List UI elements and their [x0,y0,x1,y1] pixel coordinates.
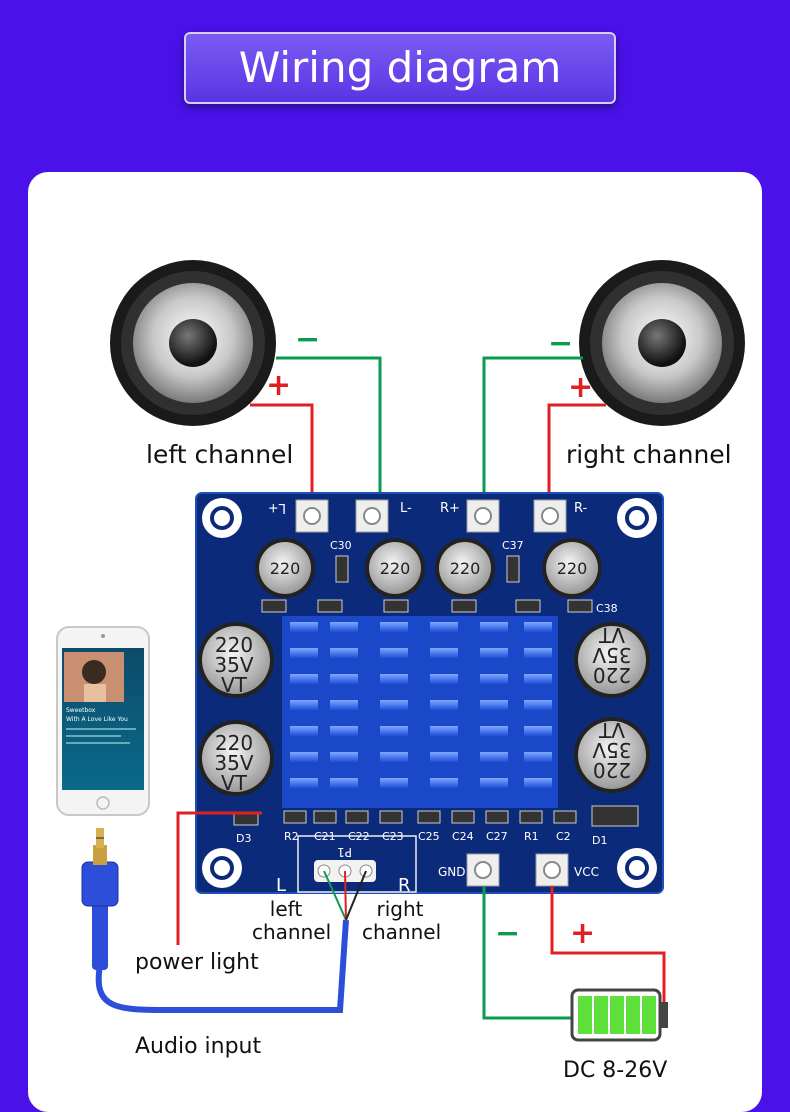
big-cap-2-line2: 35V [214,751,253,775]
label-c37: C37 [502,539,524,552]
big-cap-3-line3: VT [598,623,625,647]
cap-value-2: 220 [380,559,411,578]
label-c25: C25 [418,830,440,843]
speaker-terminals [295,499,567,533]
right-minus-sign: − [548,326,574,361]
big-cap-4-line2: 35V [592,738,631,762]
speaker-wires [250,356,606,500]
input-right-line1: right [376,897,424,921]
left-minus-sign: − [295,322,321,357]
terminal-label-gnd: GND [438,865,466,879]
cap-value-4: 220 [557,559,588,578]
label-r2: R2 [284,830,299,843]
big-cap-2-line1: 220 [215,731,253,755]
terminal-label-vcc: VCC [574,865,599,879]
power-wires [482,886,666,1020]
phone-icon: Sweetbox With A Love Like You [56,626,150,816]
label-d1: D1 [592,834,607,847]
big-cap-4-line3: VT [598,718,625,742]
big-cap-3-line1: 220 [593,663,631,687]
phone-song: With A Love Like You [66,716,128,723]
label-c2: C2 [556,830,571,843]
power-plus-sign: + [570,916,596,951]
big-capacitors: 220 35V VT 220 35V VT 220 35V VT 220 35V… [198,622,650,796]
power-terminals [466,853,569,887]
label-d3: D3 [236,832,251,845]
right-speaker-icon [579,260,745,426]
big-cap-4-line1: 220 [593,758,631,782]
battery-icon [570,988,668,1042]
big-cap-1-line1: 220 [215,633,253,657]
right-channel-label: right channel [566,440,732,469]
cap-value-1: 220 [270,559,301,578]
label-r1: R1 [524,830,539,843]
big-cap-2-line3: VT [221,771,248,795]
power-light-line [176,811,262,945]
left-speaker-icon [110,260,276,426]
left-channel-label: left channel [146,440,294,469]
phone-artist: Sweetbox [66,707,96,714]
label-c30: C30 [330,539,352,552]
label-l: L [276,875,286,896]
terminal-label-l-minus: L- [400,501,412,516]
power-light-label: power light [135,950,259,975]
big-cap-1-line3: VT [221,673,248,697]
big-cap-1-line2: 35V [214,653,253,677]
label-c24: C24 [452,830,474,843]
audio-input-connector: L R P1 [276,835,417,896]
terminal-label-r-plus: R+ [440,501,460,516]
power-supply-label: DC 8-26V [563,1058,668,1083]
label-r: R [398,875,411,896]
title-banner: Wiring diagram [184,32,616,104]
audio-input-label: Audio input [135,1034,262,1059]
input-left-line2: channel [252,920,332,944]
label-c38: C38 [596,602,618,615]
amplifier-board: L+ L- R+ R- 220 220 220 220 C30 C37 C38 [195,492,664,896]
terminal-label-l-plus: L+ [268,500,286,515]
power-minus-sign: − [495,916,521,951]
label-c27: C27 [486,830,508,843]
small-capacitors: 220 220 220 220 [255,538,602,598]
input-left-line1: left [269,897,303,921]
right-plus-sign: + [568,370,594,405]
audio-cable-icon [81,828,349,1014]
big-cap-3-line2: 35V [592,643,631,667]
input-right-label: right channel [362,897,442,944]
cap-value-3: 220 [450,559,481,578]
terminal-label-r-minus: R- [574,501,588,516]
heatsink [282,616,558,808]
input-left-label: left channel [252,897,332,944]
input-right-line2: channel [362,920,442,944]
label-p1: P1 [337,845,352,859]
audio-input-wires [323,870,367,921]
left-plus-sign: + [266,368,292,403]
page-title: Wiring diagram [238,43,562,92]
